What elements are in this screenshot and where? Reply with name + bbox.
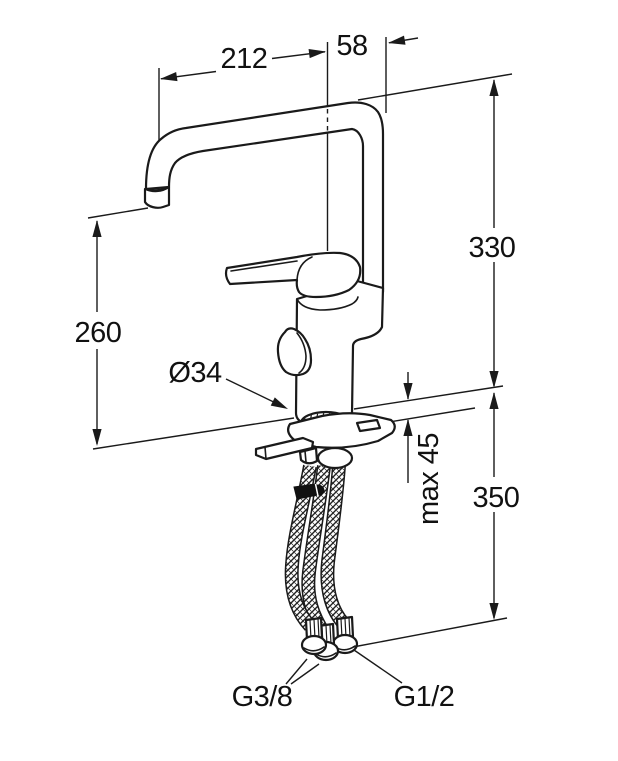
mounting-nut <box>316 446 354 470</box>
hose-clip-handle <box>293 483 325 500</box>
label-supply-thread: G3/8 <box>232 658 320 713</box>
spout-outlet-tip <box>143 185 171 209</box>
fitting-left <box>300 616 328 656</box>
mounting-bracket <box>287 412 396 449</box>
dimension-base-diameter: Ø34 <box>168 357 291 414</box>
dimension-58-spout-offset: 58 <box>336 30 419 113</box>
bracket-slot <box>355 418 382 433</box>
cartridge-ring <box>296 296 359 311</box>
hose-right <box>320 464 350 629</box>
dim-350-label: 350 <box>473 482 520 514</box>
dim-212-label: 212 <box>221 43 268 75</box>
dim-330-label: 330 <box>469 232 516 264</box>
g12-label: G1/2 <box>394 681 455 713</box>
dimension-330-height-above-deck: 330 <box>357 73 516 388</box>
dimension-350-below-deck: 350 <box>352 392 520 648</box>
dim-58-label: 58 <box>336 30 367 62</box>
fitting-right <box>331 615 359 655</box>
dimension-212-spout-reach: 212 <box>158 43 327 141</box>
dimension-260-spout-clearance: 260 <box>75 207 149 446</box>
label-outlet-thread: G1/2 <box>353 649 455 713</box>
side-valve-knob <box>276 327 313 377</box>
g38-label: G3/8 <box>232 681 293 713</box>
faucet-lever-handle <box>224 251 362 299</box>
dim-260-label: 260 <box>75 317 122 349</box>
faucet-spout <box>143 101 385 294</box>
dimension-max45-deck-thickness: max 45 <box>403 372 445 525</box>
dim-diameter-label: Ø34 <box>168 357 222 389</box>
hose-fittings <box>300 615 359 662</box>
bracket-wing <box>298 446 319 465</box>
dim-max45-label: max 45 <box>413 433 445 525</box>
